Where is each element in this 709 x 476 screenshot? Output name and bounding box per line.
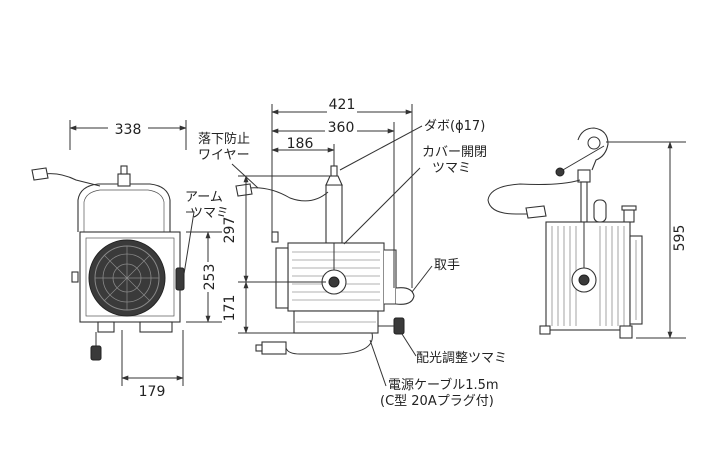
label-fall-wire-2: ワイヤー bbox=[198, 148, 250, 163]
front-mount bbox=[117, 173, 131, 187]
label-cable-2: (C型 20Aプラグ付) bbox=[380, 394, 494, 409]
label-cover-knob-1: カバー開閉 bbox=[422, 145, 487, 160]
dim-338: 338 bbox=[115, 122, 142, 138]
front-safety-wire bbox=[43, 173, 101, 187]
dim-253: 253 bbox=[202, 264, 218, 291]
dim-360: 360 bbox=[328, 120, 355, 136]
label-arm-knob-1: アーム bbox=[185, 190, 223, 205]
side-plug bbox=[261, 341, 287, 355]
yoke-arm bbox=[77, 183, 171, 232]
front-view: 338 253 179 bbox=[31, 120, 222, 400]
rear-safety-wire bbox=[487, 179, 581, 215]
rear-view: 595 bbox=[487, 127, 692, 339]
rear-stem bbox=[580, 181, 588, 223]
side-body bbox=[287, 242, 385, 312]
side-arm bbox=[325, 184, 343, 244]
label-fall-wire-1: 落下防止 bbox=[198, 131, 250, 147]
dim-171: 171 bbox=[222, 295, 238, 322]
label-cover-knob-2: ツマミ bbox=[432, 161, 471, 176]
label-light-knob: 配光調整ツマミ bbox=[416, 351, 507, 366]
label-handle: 取手 bbox=[434, 258, 460, 273]
side-focus-knob bbox=[393, 317, 405, 335]
side-handle bbox=[395, 287, 415, 305]
dim-297: 297 bbox=[222, 217, 238, 244]
rear-fins bbox=[551, 226, 625, 326]
dim-421: 421 bbox=[329, 97, 356, 113]
label-cable-1: 電源ケーブル1.5m bbox=[388, 377, 499, 393]
front-arm-knob bbox=[175, 267, 185, 291]
label-dowel: ダボ(ϕ17) bbox=[424, 119, 485, 134]
side-cable bbox=[285, 332, 373, 355]
side-view: 421 360 186 297 171 bbox=[222, 97, 415, 355]
dim-179: 179 bbox=[139, 384, 166, 400]
dim-595: 595 bbox=[672, 225, 688, 252]
side-safety-wire bbox=[247, 187, 329, 202]
dim-186: 186 bbox=[287, 136, 314, 152]
label-arm-knob-2: ツマミ bbox=[190, 206, 229, 221]
